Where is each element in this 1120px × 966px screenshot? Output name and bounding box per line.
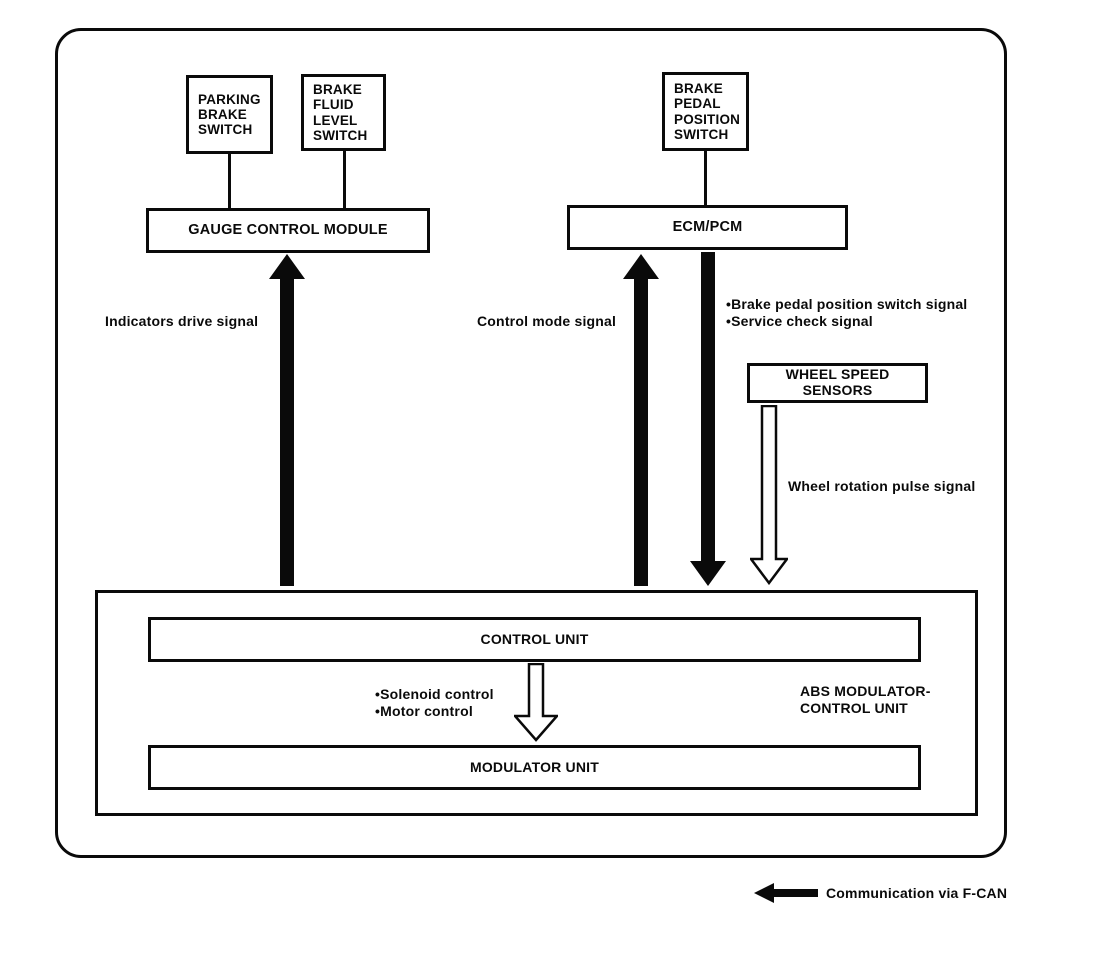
box-ecm-pcm-label: ECM/PCM [672,219,743,236]
box-control-unit-label: CONTROL UNIT [480,630,589,647]
fcan-legend-arrow-icon [754,882,818,904]
indicators-drive-signal-label: Indicators drive signal [105,313,259,329]
fcan-legend-label: Communication via F-CAN [826,885,1008,901]
box-gauge-control-module: GAUGE CONTROL MODULE [146,208,430,253]
box-modulator-unit: MODULATOR UNIT [148,745,921,790]
control-output-signals-label: •Solenoid control •Motor control [375,686,494,719]
box-brake-fluid-level-switch-label: BRAKE FLUID LEVEL SWITCH [313,82,368,143]
box-parking-brake-switch: PARKING BRAKE SWITCH [186,75,273,154]
box-wheel-speed-sensors: WHEEL SPEED SENSORS [747,363,928,403]
solenoid-motor-arrow-icon [514,663,558,742]
box-brake-pedal-position-switch-label: BRAKE PEDAL POSITION SWITCH [674,81,741,142]
connector-pedal-to-ecm [704,148,707,207]
connector-fluid-to-gauge [343,148,346,210]
ecm-output-signals-label: •Brake pedal position switch signal •Ser… [726,296,968,329]
diagram-frame [55,28,1007,858]
box-brake-fluid-level-switch: BRAKE FLUID LEVEL SWITCH [301,74,386,151]
box-ecm-pcm: ECM/PCM [567,205,848,250]
box-parking-brake-switch-label: PARKING BRAKE SWITCH [198,91,261,138]
box-control-unit: CONTROL UNIT [148,617,921,662]
box-modulator-unit-label: MODULATOR UNIT [469,758,600,775]
box-brake-pedal-position-switch: BRAKE PEDAL POSITION SWITCH [662,72,749,151]
box-wheel-speed-sensors-label: WHEEL SPEED SENSORS [785,366,890,398]
box-gauge-control-module-label: GAUGE CONTROL MODULE [188,222,388,239]
indicators-drive-arrow-icon [269,254,305,586]
wheel-rotation-arrow-icon [750,405,788,585]
abs-modulator-control-unit-caption: ABS MODULATOR- CONTROL UNIT [800,683,931,716]
ecm-output-arrow-icon [690,252,726,586]
wheel-rotation-signal-label: Wheel rotation pulse signal [788,478,976,494]
control-mode-signal-label: Control mode signal [477,313,617,329]
control-mode-arrow-icon [623,254,659,586]
connector-parking-to-gauge [228,151,231,210]
